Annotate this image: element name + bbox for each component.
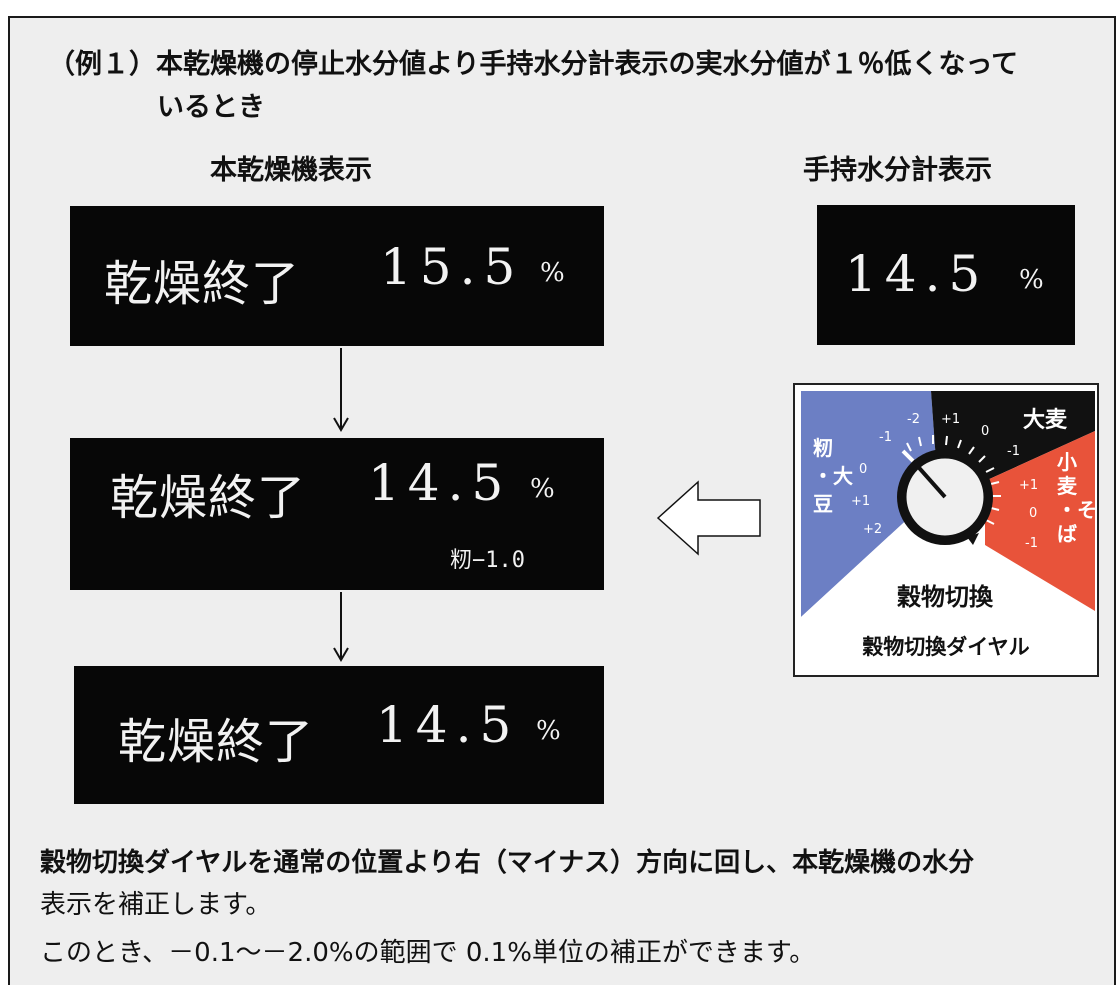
- svg-text:ば: ば: [1057, 522, 1077, 546]
- svg-text:-1: -1: [879, 430, 892, 445]
- instruction-text-continued: 表示を補正します。: [40, 890, 272, 920]
- grain-selector-dial: 籾 ・大 豆 大麦 小 麦 ・そ ば -2 -1 0 +1 +2 +1 0 -1 +1 0 -…: [801, 391, 1097, 617]
- display-message: 乾燥終了: [110, 470, 307, 526]
- dial-caption: 穀物切換ダイヤル: [862, 635, 1030, 659]
- correction-range-note: このとき、－0.1～－2.0%の範囲で 0.1%単位の補正ができます。: [40, 938, 816, 968]
- svg-text:0: 0: [859, 462, 867, 477]
- down-arrow-icon: [333, 348, 349, 432]
- dial-center-label: 穀物切換: [897, 583, 994, 611]
- zone-label-rice-soy-a: 籾: [813, 436, 833, 460]
- display-message: 乾燥終了: [104, 256, 301, 312]
- example-title: （例１）本乾燥機の停止水分値より手持水分計表示の実水分値が１％低くなって: [48, 49, 1019, 80]
- dryer-display-heading: 本乾燥機表示: [210, 155, 372, 186]
- dryer-display-after: 乾燥終了 14.5 %: [74, 666, 604, 804]
- svg-text:-2: -2: [907, 412, 920, 427]
- dryer-display-before: 乾燥終了 15.5 %: [70, 206, 604, 346]
- zone-label-barley: 大麦: [1023, 407, 1068, 433]
- instruction-text: 穀物切換ダイヤルを通常の位置より右（マイナス）方向に回し、本乾燥機の水分: [40, 848, 975, 878]
- display-message: 乾燥終了: [118, 714, 315, 770]
- meter-display-heading: 手持水分計表示: [803, 155, 992, 186]
- svg-text:・大: ・大: [813, 464, 853, 488]
- display-unit: %: [536, 716, 561, 746]
- svg-text:0: 0: [981, 424, 989, 439]
- dryer-display-adjusting: 乾燥終了 14.5 % 籾−1.0: [70, 438, 604, 590]
- display-unit: %: [540, 258, 565, 288]
- example-title-continued: いるとき: [157, 92, 265, 123]
- meter-value: 14.5: [845, 245, 989, 303]
- correction-readout: 籾−1.0: [450, 548, 525, 573]
- svg-text:0: 0: [1029, 506, 1037, 521]
- svg-text:-1: -1: [1007, 444, 1020, 459]
- grain-selector-dial-figure: 籾 ・大 豆 大麦 小 麦 ・そ ば -2 -1 0 +1 +2 +1 0 -1 +1 0 -…: [793, 383, 1099, 677]
- svg-text:+2: +2: [863, 522, 882, 537]
- svg-text:豆: 豆: [813, 492, 833, 516]
- svg-text:小: 小: [1057, 450, 1077, 474]
- svg-text:+1: +1: [1019, 478, 1038, 493]
- svg-text:+1: +1: [941, 412, 960, 427]
- svg-text:-1: -1: [1025, 536, 1038, 551]
- svg-text:・そ: ・そ: [1057, 498, 1097, 522]
- display-value: 15.5: [380, 238, 524, 296]
- svg-text:麦: 麦: [1057, 474, 1078, 498]
- display-value: 14.5: [368, 454, 512, 512]
- svg-text:+1: +1: [851, 494, 870, 509]
- down-arrow-icon: [333, 592, 349, 662]
- left-arrow-icon: [656, 480, 761, 556]
- moisture-meter-display: 14.5 %: [817, 205, 1075, 345]
- display-value: 14.5: [376, 696, 520, 754]
- display-unit: %: [530, 474, 555, 504]
- meter-unit: %: [1019, 265, 1044, 295]
